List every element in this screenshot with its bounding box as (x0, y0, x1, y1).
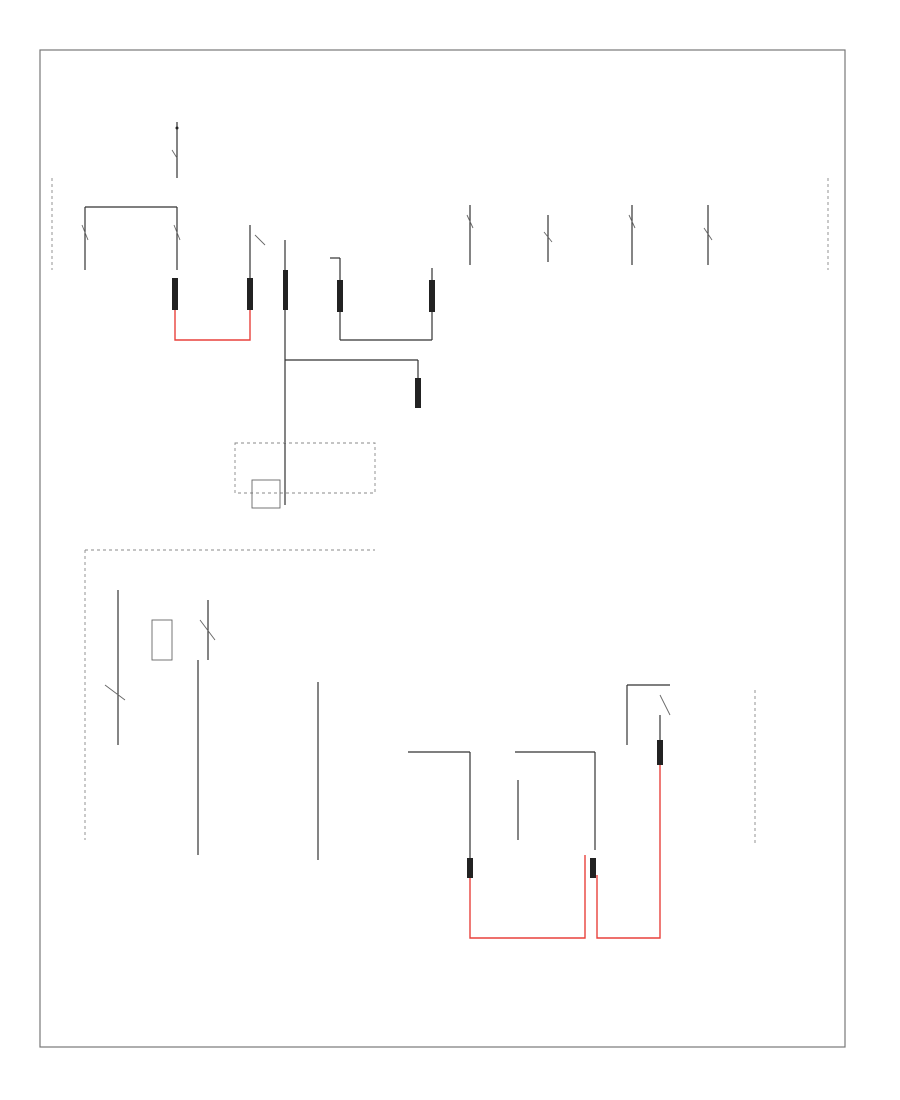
generator-loop (330, 257, 435, 341)
battery-fuse-group (81, 206, 181, 270)
right-relay (626, 684, 671, 745)
lock-switch (151, 600, 216, 855)
top-fuse-feed (171, 122, 179, 178)
starter (104, 590, 126, 745)
junction-box (234, 442, 376, 509)
right-components (466, 205, 713, 265)
ignition-switch (249, 225, 421, 443)
red-harness-top (172, 278, 253, 341)
red-harness-bottom (408, 740, 663, 939)
diagram-frame (39, 49, 846, 1048)
